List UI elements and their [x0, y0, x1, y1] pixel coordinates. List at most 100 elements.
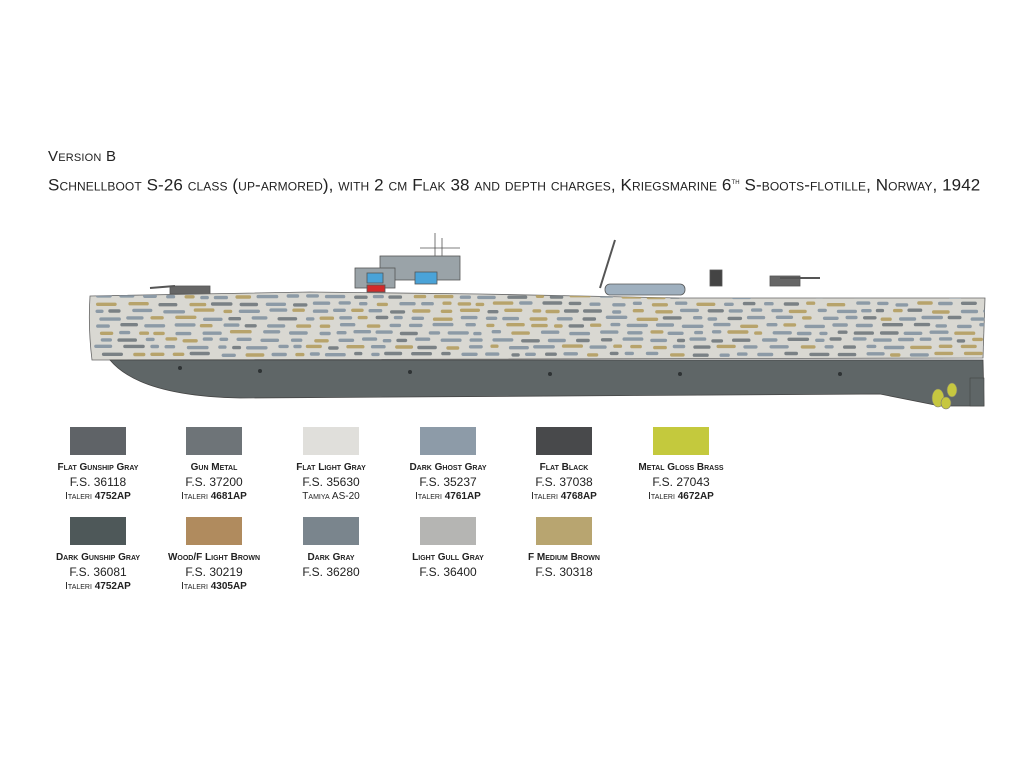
camo-dash [446, 346, 460, 350]
camo-dash [800, 345, 816, 349]
fs-code: F.S. 35630 [302, 475, 360, 489]
camo-dash [772, 294, 786, 298]
camo-dash [863, 316, 877, 320]
paint-swatch: F Medium Brown F.S. 30318 [489, 517, 639, 580]
camo-dash [795, 294, 806, 298]
camo-dash [189, 302, 207, 307]
camo-dash [269, 308, 288, 312]
brand-name: Italeri [65, 581, 92, 592]
camo-dash [354, 351, 363, 356]
camo-dash [465, 323, 476, 327]
brand-name: Tamiya [302, 491, 330, 502]
camo-dash [314, 339, 329, 343]
camo-dash [218, 345, 227, 349]
camo-dash [612, 310, 622, 314]
camo-dash [366, 324, 381, 328]
camo-dash [907, 308, 923, 312]
brand-number: 4752AP [94, 491, 131, 502]
color-chip [303, 517, 359, 545]
camo-dash [960, 344, 977, 349]
camo-dash [832, 323, 848, 327]
camo-dash [852, 337, 867, 341]
color-chip [70, 517, 126, 545]
camo-dash [655, 310, 673, 314]
camo-dash [477, 295, 496, 300]
camo-dash [232, 345, 242, 350]
camo-dash [589, 345, 607, 349]
camo-dash [609, 351, 619, 356]
camo-dash [856, 301, 871, 305]
camo-dash [101, 352, 123, 356]
camo-dash [319, 324, 331, 328]
portholes [178, 366, 842, 376]
brand-code: Italeri 4752AP [23, 490, 173, 504]
schnellboot-profile-illustration [88, 233, 986, 410]
camo-dash [568, 301, 582, 306]
camo-dash [338, 301, 351, 305]
camo-dash [757, 352, 774, 357]
camo-dash [613, 344, 623, 348]
camo-dash [290, 338, 303, 342]
brand-number: 4305AP [210, 581, 247, 592]
camo-dash [333, 308, 346, 312]
rudder [969, 377, 985, 407]
camo-dash [382, 339, 392, 343]
camo-dash [549, 295, 564, 299]
camo-dash [309, 352, 320, 356]
camo-dash [143, 294, 157, 298]
camo-dash [960, 309, 979, 314]
camo-dash [802, 316, 812, 320]
camo-dash [199, 324, 213, 328]
camo-dash [492, 338, 514, 342]
paint-name: Metal Gloss Brass [638, 462, 724, 473]
brand-name: Italeri [648, 491, 675, 502]
camo-dash [339, 323, 356, 327]
paint-name: Wood/F Light Brown [167, 552, 261, 563]
camo-dash [632, 301, 642, 305]
brand-number: 4761AP [444, 491, 481, 502]
camo-dash [239, 302, 259, 307]
fs-code: F.S. 36081 [69, 565, 127, 579]
camo-dash [174, 323, 196, 327]
camo-dash [460, 315, 478, 320]
paint-name: Dark Gunship Gray [55, 552, 141, 563]
camo-dash [650, 338, 668, 343]
camo-dash [411, 316, 425, 320]
camo-dash [96, 324, 110, 328]
camo-dash [319, 316, 335, 320]
camo-dash [389, 323, 402, 328]
camo-dash [457, 302, 472, 306]
camo-dash [732, 338, 751, 342]
fs-code: F.S. 36118 [69, 475, 127, 489]
camo-dash [928, 294, 941, 298]
camo-dash [293, 344, 302, 349]
camo-dash [909, 353, 929, 357]
camo-dash [519, 301, 533, 305]
camo-dash [447, 331, 469, 335]
camo-dash [693, 345, 711, 349]
camo-dash [95, 309, 104, 313]
camo-dash [200, 295, 209, 300]
camo-dash [822, 316, 839, 320]
paint-name: Flat Light Gray [296, 462, 366, 473]
camo-dash [679, 308, 699, 313]
camo-dash [877, 301, 889, 306]
camo-dash [650, 330, 664, 334]
camo-dash [743, 345, 758, 349]
brand-number: 4752AP [94, 581, 131, 592]
camo-dash [972, 337, 983, 342]
camo-dash [525, 352, 536, 356]
camo-dash [934, 351, 954, 356]
camo-dash [228, 317, 242, 321]
camo-dash [727, 330, 749, 334]
fs-code: F.S. 37038 [535, 475, 593, 489]
camo-dash [532, 309, 542, 313]
camo-dash [411, 352, 432, 356]
camo-dash [100, 338, 112, 342]
camo-dash [150, 352, 165, 356]
camo-dash [600, 338, 613, 342]
camo-dash [202, 331, 222, 335]
camo-dash [357, 315, 368, 320]
camo-dash [511, 331, 530, 335]
camo-dash [324, 353, 346, 357]
